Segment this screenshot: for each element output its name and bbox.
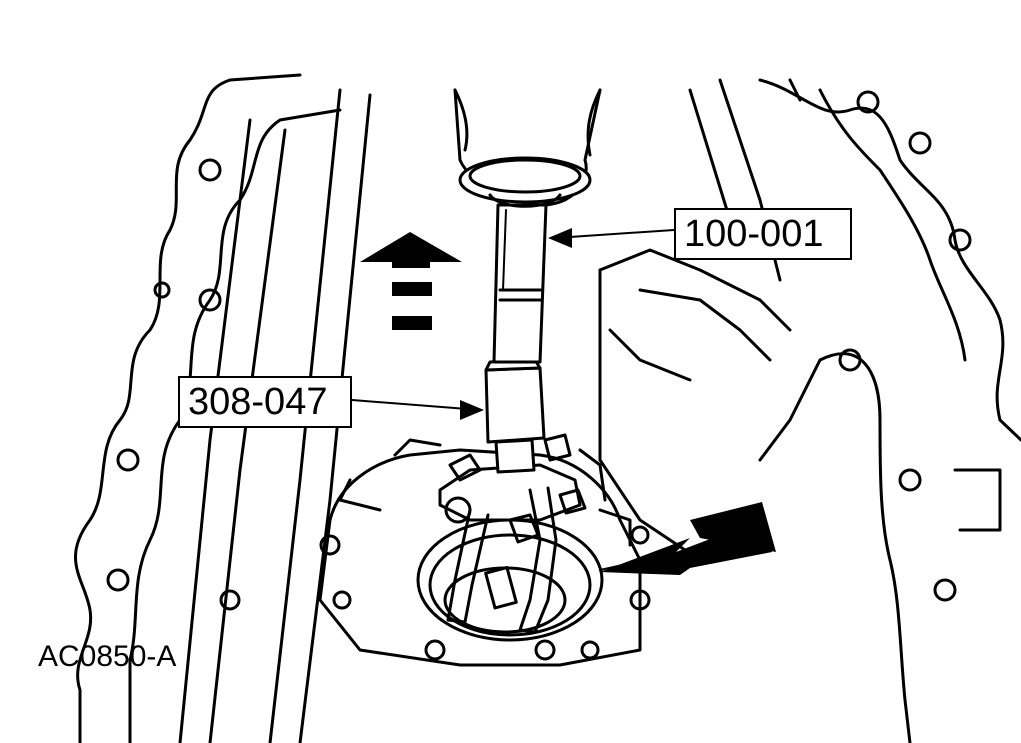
bolt-hole [116,448,140,472]
case-left-rib-2 [298,93,372,743]
case-right-inner-3 [638,288,772,362]
handle-left [453,88,469,152]
tool-callout-308-047: 308-047 [178,376,352,428]
direction-arrow-icon [600,502,776,575]
case-right-lower [818,352,912,743]
bolt-hole [106,568,130,592]
bolt-hole [856,90,880,114]
puller-bolt [444,496,472,524]
case-right-inner-4 [608,328,692,382]
case-right-inner-7 [788,78,802,102]
puller-nut-2 [558,488,587,515]
slide-hammer-shaft [492,203,548,364]
case-right-lower-2 [758,358,822,462]
case-right-flange [758,78,1021,442]
bolt-hole [319,534,341,556]
case-left-wall [178,118,252,743]
shaft-slot [484,566,518,610]
bolt-hole [580,640,600,660]
case-right-inner [598,248,792,332]
bore-inner-ring [428,533,592,637]
bolt-hole [898,468,922,492]
puller-yoke [448,453,482,482]
handle-bottom [458,156,592,204]
handle-right [586,88,602,157]
case-left-flange [73,73,302,743]
bore-rib [338,478,382,512]
puller-leg-left [446,508,490,624]
bolt-hole [198,288,222,312]
puller-nut [508,513,540,544]
bolt-hole [424,639,446,661]
shaft-highlight [502,209,507,291]
leader-arrowhead [460,400,484,420]
bolt-hole [153,281,171,299]
case-right-inner-6 [688,88,732,222]
adapter-308-047 [484,366,546,444]
up-arrow-icon [360,232,462,330]
puller-leg-right [518,486,558,634]
leader-line-308-047 [351,399,481,411]
leader-line-100-001 [554,229,675,239]
bolt-hole [534,639,556,661]
bore-rib [578,448,607,502]
case-right-inner-2 [598,268,702,562]
case-left-wall-2 [208,128,287,743]
figure-id-label: AC0850-A [38,640,177,673]
case-left-rib [268,88,342,743]
bolt-hole [198,158,222,182]
bore-rib [393,438,442,457]
bore-rib [598,508,632,547]
tool-callout-100-001: 100-001 [674,208,852,260]
handle-collar [488,193,562,208]
adapter-lower [494,438,536,474]
puller-crossbar [438,463,582,522]
bolt-hole [219,589,241,611]
puller-yoke-right [543,433,572,462]
bolt-hole [908,131,932,155]
handle-bottom-inner [468,158,582,194]
bolt-hole [933,578,957,602]
case-right-box [953,468,1002,532]
bolt-hole [948,228,972,252]
bolt-hole [630,525,650,545]
case-right-flange-2 [818,88,967,362]
bolt-hole [332,590,352,610]
leader-arrowhead [548,228,572,248]
case-left-inner [128,108,342,743]
